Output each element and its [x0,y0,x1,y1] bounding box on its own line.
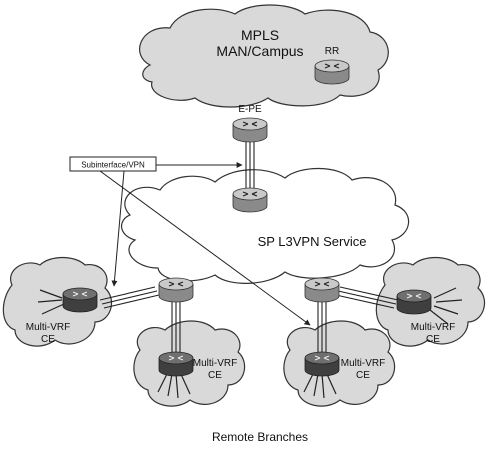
right-ce-spokes [429,287,463,325]
remote-branches-label: Remote Branches [212,430,308,444]
left-pe-router-icon [158,277,194,303]
left-ce-router-icon [62,287,98,313]
right-ce-label-line1: Multi-VRF [411,322,455,333]
left-branch-cloud [2,256,113,347]
mpls-title-line1: MPLS [241,27,279,43]
bc-ce-router-icon [304,351,340,377]
sp-l3vpn-cloud [121,167,410,284]
mpls-title-line2: MAN/Campus [216,43,303,59]
epe-to-sp-link [245,142,255,190]
left-ce-label-line2: CE [41,334,55,345]
epe-label: E-PE [238,104,262,115]
epe-router-icon [232,117,268,143]
bl-ce-router-icon [158,351,194,377]
sp-service-label: SP L3VPN Service [258,234,367,249]
right-pe-router-icon [304,277,340,303]
right-ce-label-line2: CE [426,334,440,345]
right-pe-to-bc-ce-link [317,300,327,352]
left-ce-label-line1: Multi-VRF [26,322,70,333]
right-pe-to-right-ce-link [335,286,399,309]
right-ce-router-icon [396,289,432,315]
bc-ce-label-line2: CE [356,370,370,381]
rr-label: RR [325,46,339,57]
callout-arrows [99,162,311,326]
bl-ce-label-line1: Multi-VRF [193,358,237,369]
left-pe-to-left-ce-link [99,286,160,309]
left-ce-spokes [37,289,65,315]
sp-pe-router-icon [232,187,268,213]
rr-router-icon [314,59,350,85]
subinterface-callout-box [69,156,157,172]
bl-ce-label-line2: CE [208,370,222,381]
bc-ce-label-line1: Multi-VRF [341,358,385,369]
left-pe-to-bl-ce-link [171,300,181,352]
subinterface-label: Subinterface/VPN [81,161,145,170]
